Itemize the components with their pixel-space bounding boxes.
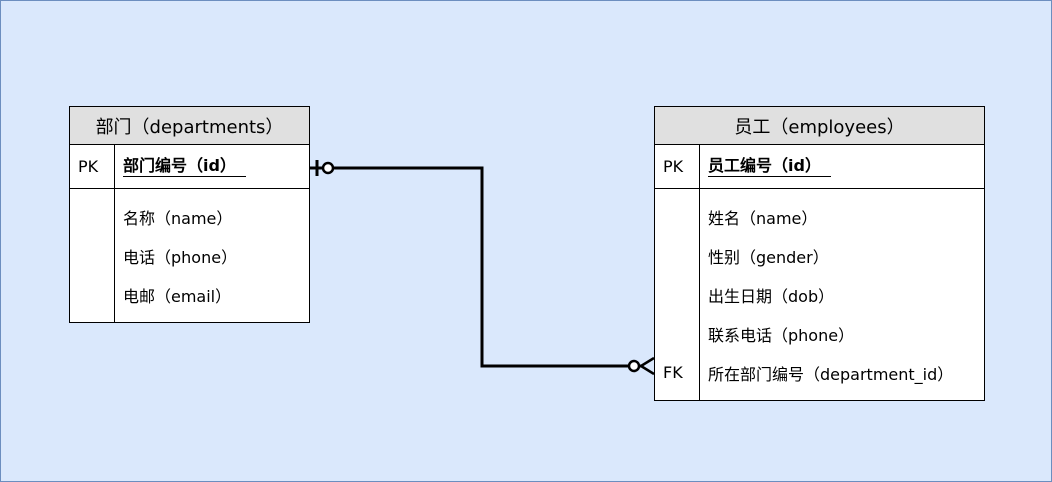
departments-attr-email[interactable]: 电邮（email）: [123, 286, 232, 306]
relationship-line: [309, 166, 641, 368]
zero-circle-marker-employees: [627, 359, 641, 373]
employees-field-column: 姓名（name） 性别（gender） 出生日期（dob） 联系电话（phone…: [700, 189, 984, 400]
departments-pk-field: 部门编号（id）: [123, 156, 246, 177]
departments-entity[interactable]: 部门（departments） PK 部门编号（id） 名称（name） 电话（…: [69, 106, 310, 323]
crow-foot-lower: [640, 364, 655, 376]
crow-foot-upper: [640, 356, 655, 368]
employees-attr-dob[interactable]: 出生日期（dob）: [708, 286, 835, 306]
employees-fk-label: FK: [663, 363, 683, 382]
employees-pk-row[interactable]: PK 员工编号（id）: [655, 145, 984, 189]
employees-attr-gender[interactable]: 性别（gender）: [708, 247, 829, 267]
departments-key-column: [70, 189, 115, 322]
departments-attributes: 名称（name） 电话（phone） 电邮（email）: [70, 189, 309, 322]
departments-attr-name[interactable]: 名称（name）: [123, 208, 233, 228]
employees-pk-field: 员工编号（id）: [708, 156, 831, 177]
zero-circle-marker-departments: [321, 161, 335, 175]
departments-pk-label: PK: [70, 145, 115, 188]
employees-pk-label: PK: [655, 145, 700, 188]
employees-title: 员工（employees）: [655, 107, 984, 145]
employees-attr-department-id[interactable]: 所在部门编号（department_id）: [708, 364, 954, 384]
employees-pk-field-cell: 员工编号（id）: [700, 145, 984, 188]
employees-entity[interactable]: 员工（employees） PK 员工编号（id） FK 姓名（name） 性别…: [654, 106, 985, 401]
employees-attr-phone[interactable]: 联系电话（phone）: [708, 325, 855, 345]
employees-key-column: FK: [655, 189, 700, 400]
departments-title: 部门（departments）: [70, 107, 309, 145]
employees-attributes: FK 姓名（name） 性别（gender） 出生日期（dob） 联系电话（ph…: [655, 189, 984, 400]
departments-pk-field-cell: 部门编号（id）: [115, 145, 309, 188]
departments-pk-row[interactable]: PK 部门编号（id）: [70, 145, 309, 189]
departments-attr-phone[interactable]: 电话（phone）: [123, 247, 238, 267]
departments-field-column: 名称（name） 电话（phone） 电邮（email）: [115, 189, 309, 322]
employees-attr-name[interactable]: 姓名（name）: [708, 208, 818, 228]
